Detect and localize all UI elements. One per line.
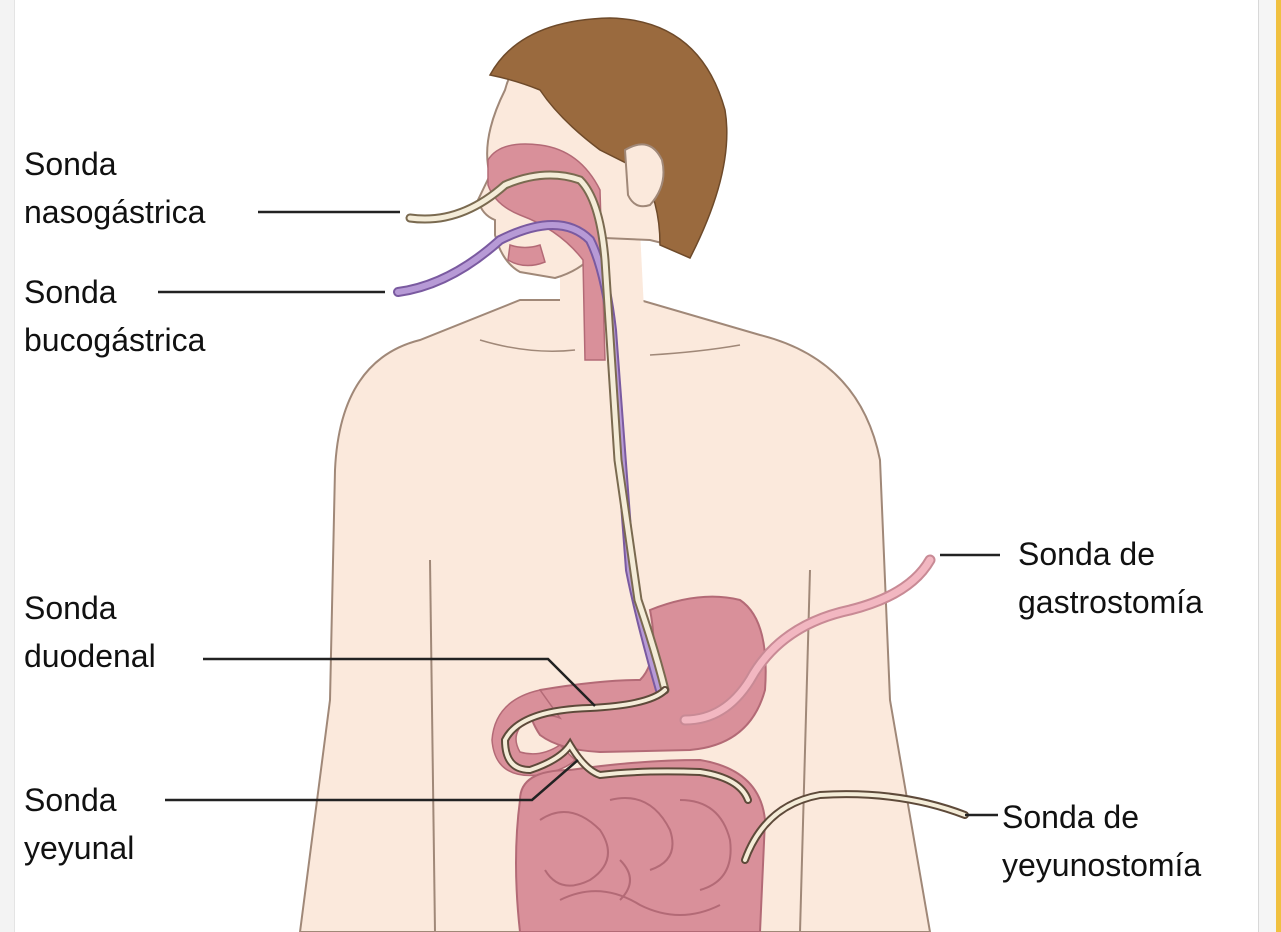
label-jejunostomy: Sonda de yeyunostomía	[1002, 793, 1201, 889]
label-nasogastric-line2: nasogástrica	[24, 188, 205, 236]
label-duodenal-line2: duodenal	[24, 632, 156, 680]
label-gastrostomy-line2: gastrostomía	[1018, 578, 1203, 626]
small-intestine	[516, 760, 765, 932]
label-gastrostomy: Sonda de gastrostomía	[1018, 530, 1203, 626]
label-jejunal-line1: Sonda	[24, 776, 134, 824]
label-jejunostomy-line1: Sonda de	[1002, 793, 1201, 841]
label-duodenal: Sonda duodenal	[24, 584, 156, 680]
label-jejunal-line2: yeyunal	[24, 824, 134, 872]
label-bucogastric-line2: bucogástrica	[24, 316, 205, 364]
label-bucogastric: Sonda bucogástrica	[24, 268, 205, 364]
label-gastrostomy-line1: Sonda de	[1018, 530, 1203, 578]
label-nasogastric: Sonda nasogástrica	[24, 140, 205, 236]
label-jejunostomy-line2: yeyunostomía	[1002, 841, 1201, 889]
label-bucogastric-line1: Sonda	[24, 268, 205, 316]
label-duodenal-line1: Sonda	[24, 584, 156, 632]
label-jejunal: Sonda yeyunal	[24, 776, 134, 872]
label-nasogastric-line1: Sonda	[24, 140, 205, 188]
